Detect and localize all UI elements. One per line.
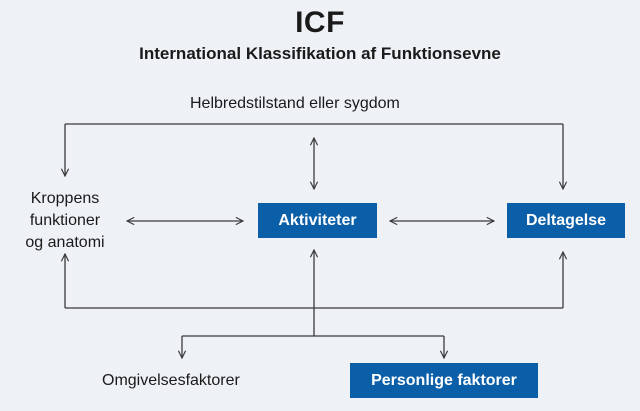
body-functions-line-1: Kroppens: [30, 190, 100, 207]
diagram-title: ICF: [295, 6, 345, 39]
personal-factors-label: Personlige faktorer: [371, 371, 517, 389]
participation-box: Deltagelse: [507, 203, 625, 238]
participation-label: Deltagelse: [525, 211, 607, 229]
body-functions-label: Kroppens funktioner og anatomi: [12, 188, 118, 254]
environmental-factors-label: Omgivelsesfaktorer: [102, 372, 240, 389]
body-functions-line-2: funktioner: [29, 212, 101, 229]
body-functions-line-3: og anatomi: [25, 234, 105, 251]
personal-factors-box: Personlige faktorer: [350, 363, 538, 398]
activities-label: Aktiviteter: [278, 211, 357, 229]
health-condition-label: Helbredstilstand eller sygdom: [190, 95, 400, 112]
diagram-subtitle: International Klassifikation af Funktion…: [139, 44, 501, 63]
activities-box: Aktiviteter: [258, 203, 377, 238]
